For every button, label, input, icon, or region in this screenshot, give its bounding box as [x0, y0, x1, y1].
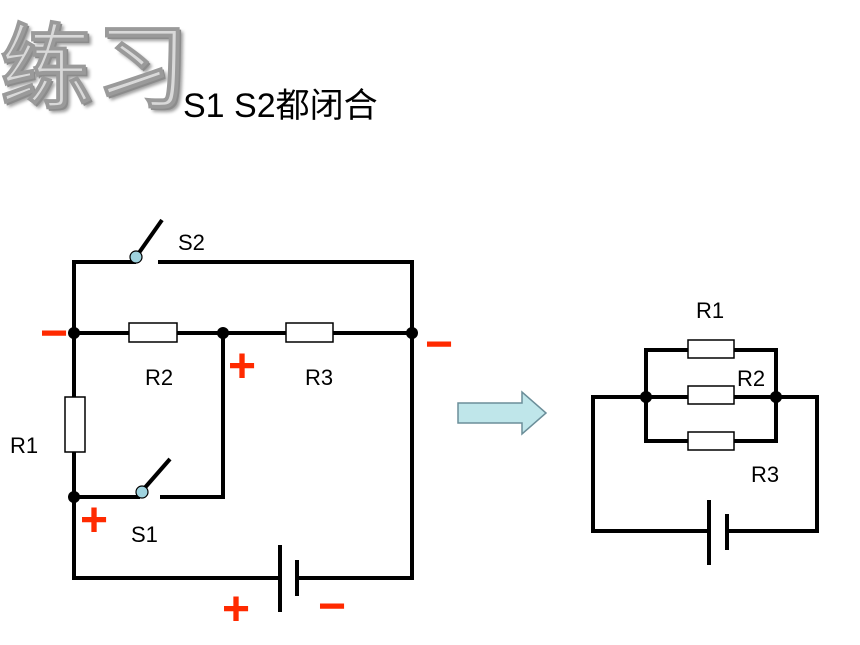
battery-right [707, 500, 729, 565]
junction-dots-right [640, 391, 782, 403]
label-right-r1: R1 [696, 298, 724, 323]
subtitle: S1 S2都闭合 [183, 87, 378, 125]
switch-s1 [135, 457, 172, 499]
wire-s1-branch [74, 333, 225, 499]
junction-dots-left [68, 327, 418, 503]
left-circuit [72, 260, 414, 580]
transform-arrow-icon [457, 390, 548, 436]
right-circuit [591, 348, 819, 533]
label-s2: S2 [178, 230, 205, 255]
label-r1: R1 [10, 433, 38, 458]
wire-top-s2 [72, 260, 414, 333]
resistor-r3 [285, 322, 334, 343]
wire-parallel-r1 [644, 348, 778, 397]
wire-right [298, 333, 414, 580]
label-r3: R3 [305, 365, 333, 390]
sign-plus-mid-node: + [228, 340, 256, 393]
sign-minus-battery: − [318, 580, 346, 633]
wire-parallel-r3 [644, 397, 778, 443]
label-right-r2: R2 [737, 366, 765, 391]
switch-s2 [129, 218, 164, 264]
slide-heading: 练习 [0, 15, 193, 123]
sign-minus-right-node: − [425, 318, 453, 371]
resistor-right-r2 [687, 385, 735, 405]
label-right-r3: R3 [751, 462, 779, 487]
label-s1: S1 [131, 522, 158, 547]
battery-left [278, 545, 299, 612]
wire-outer-loop [591, 395, 819, 533]
sign-minus-left-node: − [40, 307, 68, 360]
sign-plus-s1-node: + [80, 494, 108, 547]
sign-plus-battery: + [222, 583, 250, 636]
resistor-right-r1 [687, 339, 735, 359]
label-r2: R2 [145, 365, 173, 390]
resistor-right-r3 [687, 431, 735, 451]
resistor-r2 [128, 322, 178, 343]
resistor-r1 [64, 396, 86, 453]
